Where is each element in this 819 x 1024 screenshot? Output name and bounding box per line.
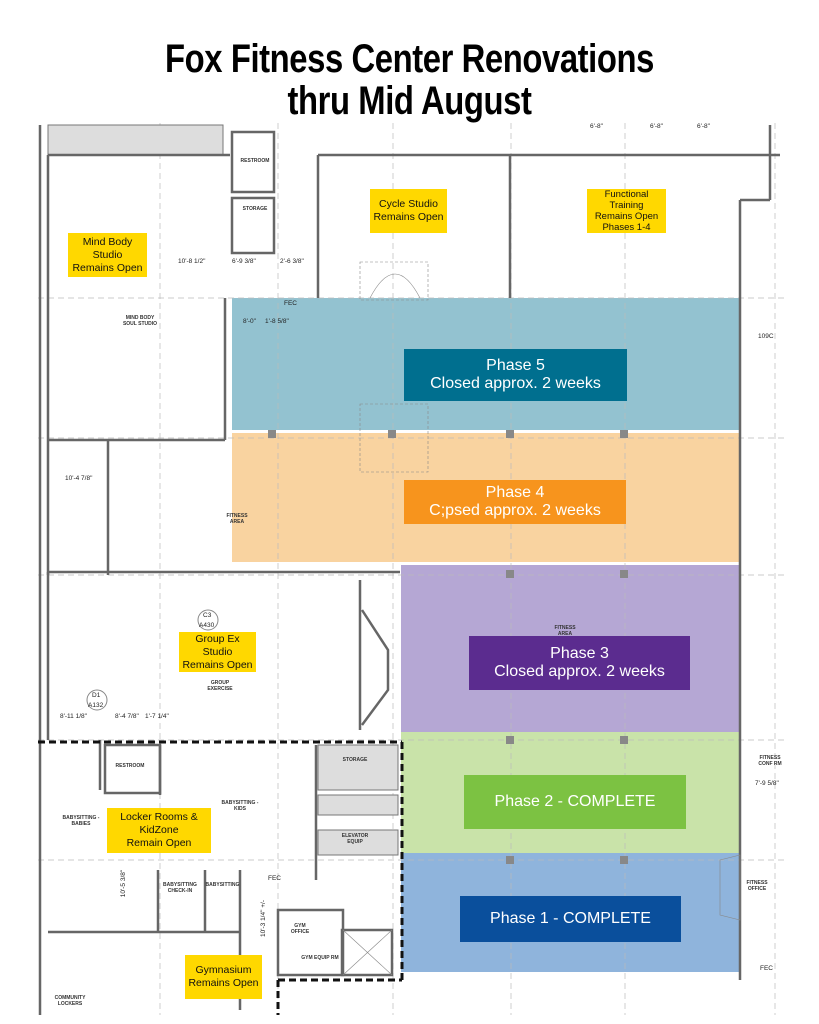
dim-15: 6'-8": [697, 123, 710, 130]
phase-4-label: Phase 4 C;psed approx. 2 weeks: [404, 480, 626, 524]
note-line: Functional Training: [604, 189, 649, 211]
room-gym-office: GYM OFFICE: [290, 923, 310, 935]
room-storage: STORAGE: [242, 206, 268, 212]
section-tag-a430: A430: [199, 622, 215, 629]
room-fitness-office: FITNESS OFFICE: [746, 880, 768, 892]
phase-4-title: Phase 4: [485, 484, 545, 501]
dim-6: 10'-4 7/8": [65, 475, 93, 482]
dim-2: 6'-9 3/8": [232, 258, 256, 265]
fec-tag-3: FEC: [760, 965, 773, 972]
note-line: Locker Rooms &: [120, 811, 198, 823]
room-fitness-area: FITNESS AREA: [226, 513, 248, 525]
dim-12: 10'-5 3/8": [120, 869, 128, 898]
room-babysitting-babies: BABYSITTING - BABIES: [62, 815, 100, 827]
phase-3-label: Phase 3 Closed approx. 2 weeks: [469, 636, 690, 690]
note-line: Group Ex Studio: [195, 632, 240, 658]
fec-tag-1: FEC: [284, 300, 297, 307]
room-elevator-equip: ELEVATOR EQUIP: [341, 833, 369, 845]
note-line: Mind Body Studio: [82, 235, 133, 261]
note-line: Remains Open: [373, 211, 444, 223]
room-mind-body-soul: MIND BODY SOUL STUDIO: [122, 315, 158, 327]
note-gymnasium: Gymnasium Remains Open: [185, 955, 262, 999]
phase-3-title: Phase 3: [550, 645, 609, 662]
section-tag-d1: D1: [92, 692, 101, 699]
room-community-lockers: COMMUNITY LOCKERS: [54, 995, 86, 1007]
note-mind-body-studio: Mind Body Studio Remains Open: [68, 233, 147, 277]
title-line-1: Fox Fitness Center Renovations: [165, 37, 654, 81]
note-cycle-studio: Cycle Studio Remains Open: [370, 189, 447, 233]
note-line: Remains Open: [182, 658, 253, 671]
note-line: Remains Open: [188, 977, 259, 989]
room-group-exercise: GROUP EXERCISE: [207, 680, 233, 692]
title-line-2: thru Mid August: [287, 79, 532, 123]
phase-2-title: Phase 2 - COMPLETE: [494, 793, 656, 810]
dim-4: 8'-0": [243, 318, 256, 325]
note-line: Gymnasium: [195, 964, 252, 976]
fec-tag-2: FEC: [268, 875, 281, 882]
section-tag-c3: C3: [203, 612, 212, 619]
dim-1: 10'-8 1/2": [178, 258, 206, 265]
phase-3-subtitle: Closed approx. 2 weeks: [494, 663, 665, 680]
room-fitness-conf: FITNESS CONF RM: [758, 755, 782, 767]
dim-11: 10'-3 1/4" +/-: [259, 900, 267, 937]
dim-10: 7'-9 5/8": [755, 780, 779, 787]
note-line: Remains Open: [72, 261, 143, 274]
phase-5-label: Phase 5 Closed approx. 2 weeks: [404, 349, 627, 401]
room-fitness-area-3: FITNESS AREA: [554, 625, 576, 637]
door-tag: 109C: [758, 333, 774, 340]
note-functional-training: Functional Training Remains Open Phases …: [587, 189, 666, 233]
dim-8: 8'-4 7/8": [115, 713, 139, 720]
note-group-ex-studio: Group Ex Studio Remains Open: [179, 632, 256, 672]
dim-13: 6'-8": [590, 123, 603, 130]
note-line: Remain Open: [126, 837, 192, 849]
phase-5-subtitle: Closed approx. 2 weeks: [430, 375, 601, 392]
room-babysitting-kids: BABYSITTING - KIDS: [221, 800, 259, 812]
room-restroom: RESTROOM: [240, 158, 270, 164]
phase-2-label: Phase 2 - COMPLETE: [464, 775, 686, 829]
phase-1-label: Phase 1 - COMPLETE: [460, 896, 681, 942]
room-storage-2: STORAGE: [342, 757, 368, 763]
phase-4-subtitle: C;psed approx. 2 weeks: [429, 502, 601, 519]
section-tag-a132: A132: [88, 702, 104, 709]
dim-5: 1'-8 5/8": [265, 318, 289, 325]
room-restroom-2: RESTROOM: [115, 763, 145, 769]
note-line: Phases 1-4: [602, 222, 651, 233]
note-line: Remains Open: [594, 211, 659, 222]
dim-9: 1'-7 1/4": [145, 713, 169, 720]
room-checkin: BABYSITTING CHECK-IN: [163, 882, 197, 894]
room-gym-equip: GYM EQUIP RM: [301, 955, 339, 961]
phase-5-title: Phase 5: [486, 357, 545, 374]
note-locker-rooms: Locker Rooms & KidZone Remain Open: [107, 808, 211, 853]
phase-1-title: Phase 1 - COMPLETE: [490, 910, 651, 927]
dim-7: 8'-11 1/8": [60, 713, 87, 720]
dim-14: 6'-8": [650, 123, 663, 130]
room-babysitting: BABYSITTING: [205, 882, 240, 888]
note-line: Cycle Studio: [379, 198, 438, 210]
dim-3: 2'-6 3/8": [280, 258, 304, 265]
note-line: KidZone: [139, 824, 179, 836]
